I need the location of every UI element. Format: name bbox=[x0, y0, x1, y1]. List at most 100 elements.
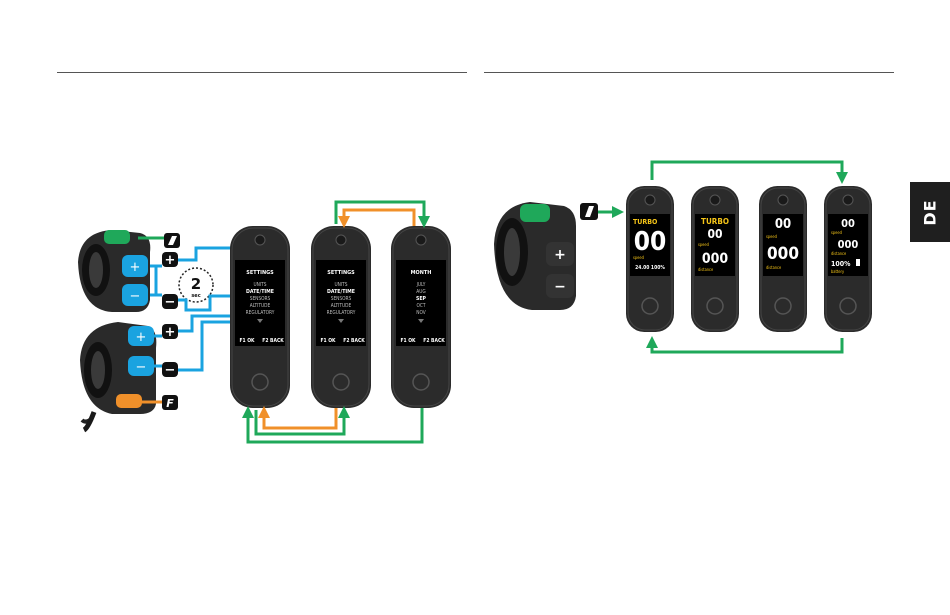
settings-menu-item: JULY bbox=[416, 282, 426, 288]
settings-menu-item: DATE/TIME bbox=[246, 289, 274, 295]
settings-screen-title: SETTINGS bbox=[246, 270, 274, 276]
ride-value3: 100% bbox=[831, 260, 851, 268]
plus-key-icon-lower: + bbox=[162, 324, 178, 340]
ride-device-2-power-button[interactable] bbox=[706, 297, 724, 315]
ride-label1: speed bbox=[698, 242, 709, 247]
green-forward-loop bbox=[334, 200, 430, 228]
settings-devices: SETTINGSUNITSDATE/TIMESENSORSALTITUDEREG… bbox=[230, 226, 451, 408]
lower-remote-function-button[interactable] bbox=[116, 394, 142, 408]
settings-menu-item: REGULATORY bbox=[246, 310, 275, 316]
settings-device-2: SETTINGSUNITSDATE/TIMESENSORSALTITUDEREG… bbox=[311, 226, 371, 408]
settings-menu-item: SEP bbox=[416, 296, 427, 302]
lower-remote-minus-glyph: − bbox=[136, 360, 147, 375]
settings-footer-left: F1 OK bbox=[320, 338, 336, 344]
plus-key-icon-upper: + bbox=[162, 252, 178, 268]
remote-confirm-button[interactable] bbox=[104, 230, 130, 244]
settings-footer-right: F2 BACK bbox=[262, 338, 284, 344]
language-tab[interactable]: DE bbox=[910, 182, 950, 242]
confirm-key-icon bbox=[164, 233, 180, 248]
settings-screen-title: SETTINGS bbox=[327, 270, 355, 276]
right-confirm-key-icon bbox=[580, 203, 598, 220]
ride-device-2-camera bbox=[709, 194, 721, 206]
settings-device-2-power-button[interactable] bbox=[332, 373, 350, 391]
ride-mode: TURBO bbox=[701, 217, 729, 226]
minus-upper-to-menu-arrow bbox=[178, 290, 246, 312]
upper-remote-minus-button[interactable] bbox=[122, 284, 148, 306]
settings-screen-2 bbox=[316, 260, 366, 346]
svg-text:−: − bbox=[554, 279, 566, 295]
ride-device-3-camera bbox=[777, 194, 789, 206]
orange-back-loop-top bbox=[338, 208, 416, 228]
upper-remote-minus-glyph: − bbox=[130, 289, 141, 304]
orange-back-loop-bottom bbox=[258, 406, 338, 430]
upper-remote-plus-button[interactable] bbox=[122, 255, 148, 277]
upper-remote-plus-glyph: + bbox=[130, 260, 141, 275]
settings-menu-item: SENSORS bbox=[331, 296, 352, 302]
ride-label1: speed bbox=[766, 234, 777, 239]
battery-icon bbox=[856, 259, 860, 266]
ride-value2: 000 bbox=[767, 244, 799, 264]
ride-big-value: 00 bbox=[634, 227, 667, 257]
right-remote-plus-button[interactable] bbox=[546, 242, 574, 266]
chevron-down-icon bbox=[338, 319, 344, 323]
lower-remote-plus-button[interactable] bbox=[128, 326, 154, 346]
green-return-loop bbox=[242, 406, 424, 444]
lower-remote-stubs bbox=[154, 334, 162, 368]
settings-menu-item: AUG bbox=[416, 289, 425, 295]
ride-bottom: 24.00 100% bbox=[635, 265, 665, 271]
chevron-down-icon bbox=[418, 319, 424, 323]
settings-device-2-camera bbox=[335, 234, 347, 246]
svg-text:F: F bbox=[166, 397, 174, 410]
ride-value1: 00 bbox=[775, 217, 791, 232]
ride-device-3-power-button[interactable] bbox=[774, 297, 792, 315]
ride-value2: 000 bbox=[702, 251, 729, 267]
ride-screen-1 bbox=[630, 214, 670, 276]
settings-screen-title: MONTH bbox=[411, 270, 432, 276]
ride-label2: distance bbox=[766, 265, 782, 270]
settings-menu-item: UNITS bbox=[334, 282, 347, 288]
right-remote: + − bbox=[494, 202, 576, 310]
svg-text:+: + bbox=[165, 253, 176, 268]
settings-device-3-power-button[interactable] bbox=[412, 373, 430, 391]
settings-menu-item: UNITS bbox=[253, 282, 266, 288]
minus-key-icon-upper: − bbox=[162, 294, 178, 310]
settings-menu-item: ALTITUDE bbox=[250, 303, 271, 309]
ride-label: speed bbox=[633, 255, 644, 260]
svg-text:+: + bbox=[165, 325, 176, 340]
settings-device-1-power-button[interactable] bbox=[251, 373, 269, 391]
settings-device-1: SETTINGSUNITSDATE/TIMESENSORSALTITUDEREG… bbox=[230, 226, 290, 408]
ride-screen-4 bbox=[828, 214, 868, 276]
settings-footer-left: F1 OK bbox=[400, 338, 416, 344]
left-header-rule bbox=[57, 72, 467, 73]
hold-badge-unit: sec bbox=[191, 293, 200, 299]
ride-mode: TURBO bbox=[633, 218, 658, 226]
ride-value2: 000 bbox=[838, 238, 859, 251]
green-forward-loop-bottom bbox=[254, 406, 350, 436]
ride-screen-3 bbox=[763, 214, 803, 276]
settings-menu-item: OCT bbox=[416, 303, 425, 309]
settings-menu-item: NOV bbox=[416, 310, 426, 316]
settings-footer-left: F1 OK bbox=[239, 338, 255, 344]
settings-menu-item: ALTITUDE bbox=[331, 303, 352, 309]
right-remote-confirm-button[interactable] bbox=[520, 204, 550, 222]
settings-footer-right: F2 BACK bbox=[423, 338, 445, 344]
ride-device-1-camera bbox=[644, 194, 656, 206]
svg-text:−: − bbox=[165, 363, 176, 378]
settings-footer-right: F2 BACK bbox=[343, 338, 365, 344]
settings-menu-item: REGULATORY bbox=[327, 310, 356, 316]
ride-label2: distance bbox=[831, 251, 847, 256]
function-key-icon: F bbox=[162, 395, 178, 410]
ride-label2: distance bbox=[698, 267, 714, 272]
ride-device-4-power-button[interactable] bbox=[839, 297, 857, 315]
lower-remote-plus-glyph: + bbox=[136, 330, 147, 345]
settings-device-1-camera bbox=[254, 234, 266, 246]
lower-remote-minus-button[interactable] bbox=[128, 356, 154, 376]
right-remote-minus-button[interactable] bbox=[546, 274, 574, 298]
settings-screen-3 bbox=[396, 260, 446, 346]
ride-device-1-power-button[interactable] bbox=[641, 297, 659, 315]
upper-plus-minus-bracket bbox=[150, 264, 162, 297]
